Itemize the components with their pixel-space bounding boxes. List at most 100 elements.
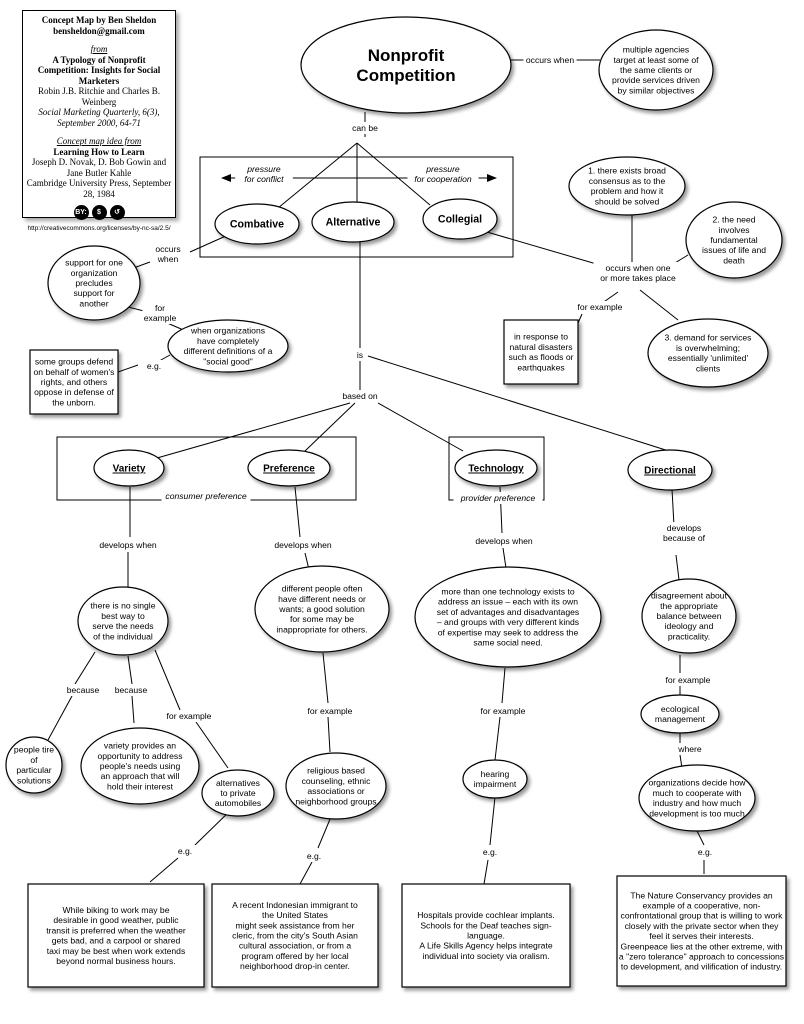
node-variety[interactable]: Variety [93,449,165,487]
node-technology[interactable]: Technology [454,449,538,487]
link-eg-technology-label: e.g. [483,847,497,857]
link-where-bg [676,743,704,755]
node-alternative[interactable]: Alternative [311,201,395,243]
license-url[interactable]: http://creativecommons.org/licenses/by-n… [27,225,171,232]
link-for-example-collegial-bg [573,301,627,313]
link-develops-when-preference-bg [271,539,335,551]
node-combative-label: Combative [230,219,284,231]
link-pressure-conflict-bg [235,163,293,185]
credits-source-journal: Social Marketing Quarterly, 6(3), Septem… [38,107,160,128]
link-occurs-when-top: occurs when [523,54,577,66]
node-collegial[interactable]: Collegial [422,198,498,240]
link-provider-preference-bg [453,492,543,504]
link-for-example-technology: for example [476,705,530,717]
credits-idea-authors: Joseph D. Novak, D. Bob Gowin and Jane B… [31,157,167,178]
link-eg-variety: e.g. [174,845,196,857]
node-directional[interactable]: Directional [627,449,713,491]
credits-idea-label: Concept map idea from [56,136,142,146]
node-alternative-label: Alternative [326,217,381,229]
link-because-2-label: because [115,685,148,695]
box-cochlear-example: Hospitals provide cochlear implants.Scho… [401,883,571,988]
cc-sa-icon: ↺ [109,205,125,220]
link-eg-social-good-bg [143,360,165,372]
credits-author: Concept Map by Ben Sheldon [41,15,157,25]
link-consumer-preference-label: consumer preference [165,491,246,501]
link-can-be: can be [349,122,381,134]
link-because-1: because [65,684,101,696]
credits-box: Concept Map by Ben Sheldon bensheldon@gm… [22,10,176,232]
link-eg-directional: e.g. [694,846,716,858]
link-eg-technology-bg [479,846,501,858]
node-preference[interactable]: Preference [247,449,331,487]
link-for-example-preference: for example [303,705,357,717]
link-for-example-collegial: for example [573,301,627,313]
node-broad-consensus-shape [568,156,686,216]
link-based-on-bg [340,390,380,402]
link-for-example-collegial-label: for example [578,302,623,312]
node-fundamental-issues-shape [685,201,783,279]
node-cooperate-industry-shape [638,764,756,832]
box-womens-rights-shape [29,349,119,415]
link-for-example-technology-label: for example [481,706,526,716]
link-for-example-variety: for example [162,710,216,722]
link-eg-technology: e.g. [479,846,501,858]
node-ideology-disagreement-shape [641,578,737,654]
link-occurs-when-top-label: occurs when [526,55,574,65]
node-support-precludes-shape [47,245,141,321]
link-provider-preference-label: provider preference [460,493,536,503]
link-develops-when-variety-label: develops when [99,540,157,550]
credits-from-label: from [90,44,108,54]
node-combative[interactable]: Combative [214,203,300,245]
link-eg-variety-bg [174,845,196,857]
link-develops-when-variety-bg [96,539,160,551]
box-natural-disasters-shape [503,319,579,385]
node-variety-opportunity-shape [80,727,200,805]
link-occurs-when-combative-bg [152,243,184,265]
link-occurs-when-top-bg [523,54,577,66]
node-overwhelming-demand-shape [647,318,769,388]
link-where: where [676,743,704,755]
node-variety-shape [93,449,165,487]
node-agencies-target-shape [598,29,714,111]
credits-idea-title: Learning How to Learn [53,146,145,157]
node-private-automobiles-shape [201,769,275,817]
node-different-needs-shape [254,565,390,653]
link-eg-directional-label: e.g. [698,847,712,857]
credits-idea-publisher: Cambridge University Press, September 28… [26,178,172,199]
node-directional-label: Directional [644,466,696,477]
